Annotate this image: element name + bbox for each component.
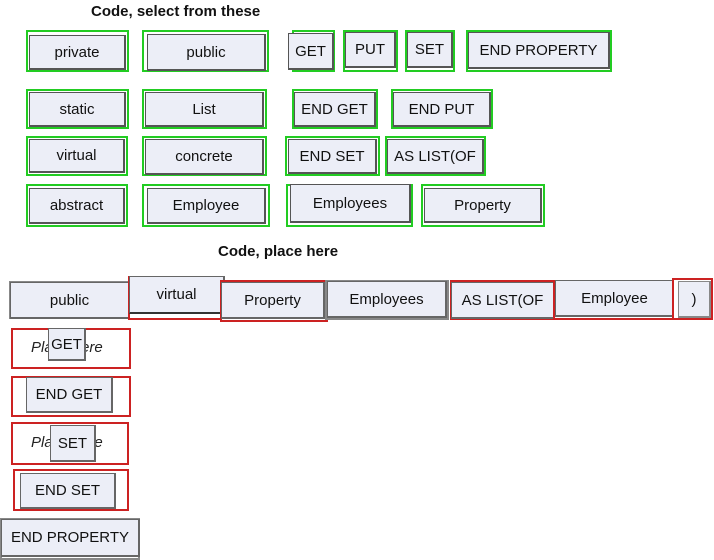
token-employees[interactable]: Employees [290, 184, 411, 223]
place-heading: Code, place here [218, 243, 339, 260]
source-slot-abstract: abstract [26, 184, 128, 227]
source-slot-private: private [26, 30, 129, 72]
source-slot-public: public [142, 30, 269, 72]
token-virtual[interactable]: virtual [29, 139, 125, 173]
token-concrete[interactable]: concrete [145, 139, 264, 175]
placed-token-virtual[interactable]: virtual [129, 276, 225, 314]
token-end-property[interactable]: END PROPERTY [468, 32, 610, 69]
source-slot-list: List [142, 89, 267, 129]
token-set[interactable]: SET [407, 32, 453, 68]
source-slot-end-property: END PROPERTY [466, 30, 612, 72]
token-static[interactable]: static [29, 92, 126, 127]
token-list[interactable]: List [145, 92, 264, 127]
source-slot-put: PUT [343, 30, 398, 72]
token-public[interactable]: public [147, 34, 266, 71]
source-slot-virtual: virtual [26, 136, 128, 176]
source-slot-as-list-of: AS LIST(OF [385, 136, 486, 176]
placed-token-end-get[interactable]: END GET [26, 377, 113, 413]
source-slot-end-put: END PUT [391, 89, 493, 129]
token-put[interactable]: PUT [345, 32, 396, 68]
token-end-put[interactable]: END PUT [393, 92, 491, 127]
token-end-set[interactable]: END SET [288, 139, 377, 174]
placed-token-end-property[interactable]: END PROPERTY [1, 519, 140, 557]
source-slot-end-get: END GET [292, 89, 378, 129]
token-get[interactable]: GET [288, 33, 334, 70]
source-slot-employee: Employee [142, 184, 270, 227]
placed-token-end-set[interactable]: END SET [20, 473, 116, 509]
placed-token-employees[interactable]: Employees [327, 281, 447, 318]
token-abstract[interactable]: abstract [29, 188, 125, 224]
placed-token-public[interactable]: public [10, 282, 130, 319]
token-as-list-of[interactable]: AS LIST(OF [387, 139, 484, 174]
token-employee[interactable]: Employee [147, 188, 266, 224]
source-slot-property: Property [421, 184, 545, 227]
token-property[interactable]: Property [424, 188, 542, 223]
placed-token-set[interactable]: SET [50, 425, 96, 462]
token-end-get[interactable]: END GET [294, 92, 376, 127]
closing-paren: ) [678, 281, 711, 318]
source-slot-set: SET [405, 30, 455, 72]
source-slot-end-set: END SET [285, 136, 380, 176]
placed-token-get[interactable]: GET [48, 328, 86, 361]
select-heading: Code, select from these [91, 3, 261, 20]
source-slot-get: GET [288, 30, 335, 72]
source-slot-static: static [26, 89, 129, 129]
placed-token-as-list-of[interactable]: AS LIST(OF [451, 282, 555, 319]
placed-token-property[interactable]: Property [221, 282, 325, 319]
source-slot-employees: Employees [286, 184, 413, 227]
placed-token-employee[interactable]: Employee [555, 280, 675, 317]
token-private[interactable]: private [29, 35, 126, 70]
source-slot-concrete: concrete [142, 136, 267, 176]
